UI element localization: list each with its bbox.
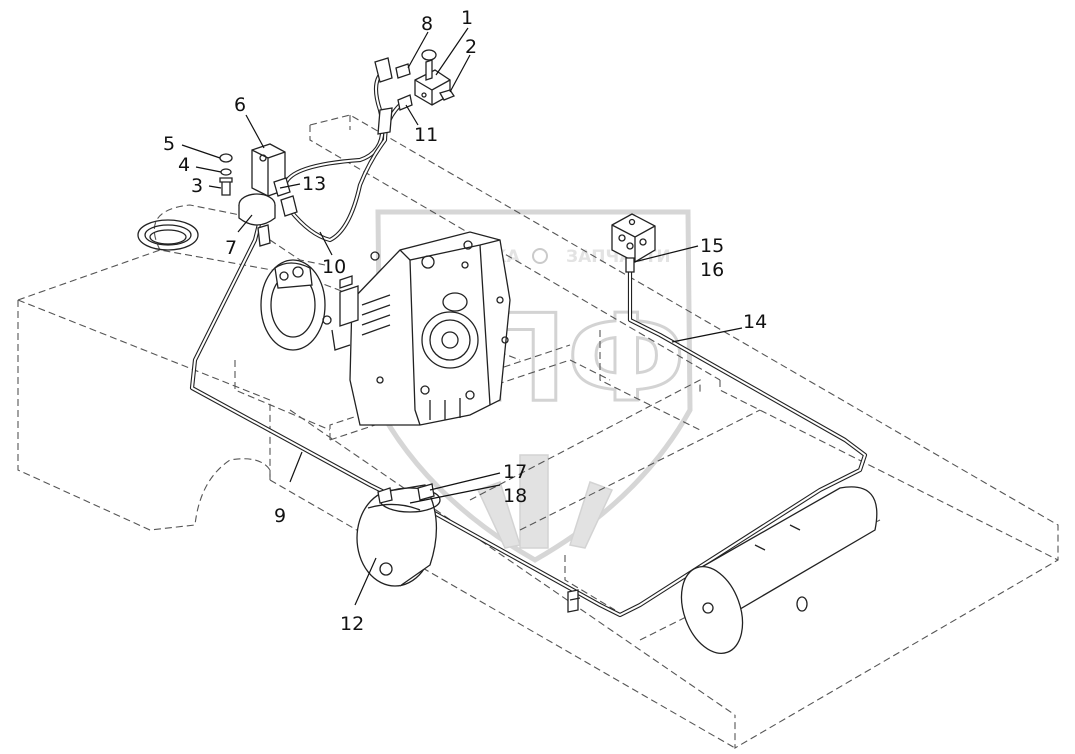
svg-text:11: 11 bbox=[414, 124, 438, 146]
callout-1: 1 bbox=[435, 7, 473, 76]
svg-text:9: 9 bbox=[274, 505, 286, 527]
svg-text:12: 12 bbox=[340, 613, 364, 635]
callout-12: 12 bbox=[340, 557, 377, 635]
svg-text:6: 6 bbox=[234, 94, 246, 116]
hand-brake-valve bbox=[414, 49, 455, 106]
watermark-gear-icon bbox=[532, 248, 548, 264]
svg-text:18: 18 bbox=[503, 485, 527, 507]
svg-text:5: 5 bbox=[163, 133, 175, 155]
callout-14: 14 bbox=[671, 311, 767, 343]
gearbox bbox=[349, 231, 511, 426]
svg-text:2: 2 bbox=[465, 36, 477, 58]
callout-15: 15 bbox=[633, 235, 724, 263]
parking-brake-housing bbox=[260, 251, 380, 351]
air-receiver bbox=[680, 486, 878, 655]
svg-text:3: 3 bbox=[191, 175, 203, 197]
distribution-valve bbox=[611, 213, 656, 273]
svg-text:1: 1 bbox=[461, 7, 473, 29]
bolt-washer-set bbox=[219, 153, 233, 196]
callout-9: 9 bbox=[274, 451, 303, 527]
svg-text:14: 14 bbox=[743, 311, 767, 333]
callout-4: 4 bbox=[178, 154, 222, 176]
callout-18: 18 bbox=[409, 484, 527, 507]
svg-text:10: 10 bbox=[322, 256, 346, 278]
tank-filler-neck bbox=[137, 219, 199, 251]
callout-3: 3 bbox=[191, 175, 222, 197]
svg-text:4: 4 bbox=[178, 154, 190, 176]
air-lines bbox=[189, 67, 868, 618]
callout-10: 10 bbox=[319, 231, 346, 278]
callout-5: 5 bbox=[163, 133, 221, 159]
hose-fitting bbox=[273, 177, 298, 217]
callout-2: 2 bbox=[449, 36, 477, 93]
brake-chamber-large bbox=[356, 483, 441, 587]
svg-text:17: 17 bbox=[503, 461, 527, 483]
callout-13: 13 bbox=[279, 173, 326, 195]
watermark-tower-icon bbox=[476, 454, 614, 549]
fittings-top bbox=[374, 57, 413, 135]
svg-text:7: 7 bbox=[225, 237, 237, 259]
callout-7: 7 bbox=[225, 214, 253, 259]
callout-8: 8 bbox=[407, 13, 433, 69]
callout-6: 6 bbox=[234, 94, 265, 149]
callout-11: 11 bbox=[405, 104, 438, 146]
svg-text:15: 15 bbox=[700, 235, 724, 257]
svg-text:13: 13 bbox=[302, 173, 326, 195]
svg-text:16: 16 bbox=[700, 259, 724, 281]
watermark-shield bbox=[375, 209, 693, 563]
svg-text:8: 8 bbox=[421, 13, 433, 35]
callout-17: 17 bbox=[429, 461, 527, 491]
pipe-clips bbox=[567, 589, 581, 613]
callout-16: 16 bbox=[700, 259, 724, 281]
